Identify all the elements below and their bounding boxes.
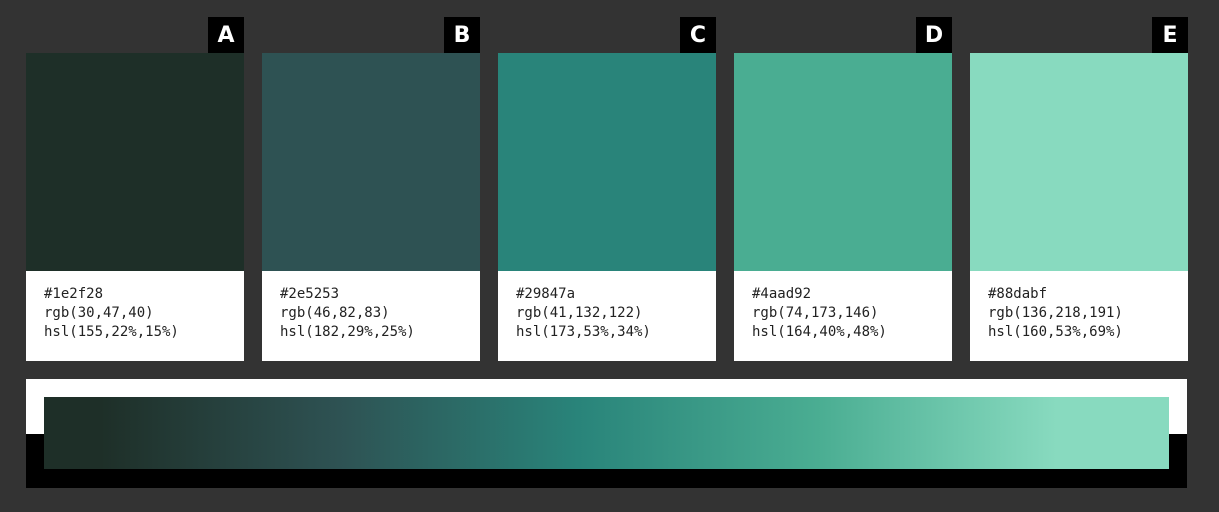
rgb-value: rgb(30,47,40) [44, 305, 154, 321]
hsl-value: hsl(182,29%,25%) [280, 324, 415, 340]
color-block [26, 53, 244, 271]
rgb-value: rgb(41,132,122) [516, 305, 643, 321]
hex-value: #29847a [516, 286, 576, 302]
color-info-card: #4aad92 rgb(74,173,146) hsl(164,40%,48%) [734, 271, 952, 361]
swatch-label: A [208, 17, 244, 53]
rgb-value: rgb(74,173,146) [752, 305, 879, 321]
color-block [262, 53, 480, 271]
rgb-value: rgb(46,82,83) [280, 305, 390, 321]
swatch-d: D #4aad92 rgb(74,173,146) hsl(164,40%,48… [734, 17, 952, 361]
swatch-c: C #29847a rgb(41,132,122) hsl(173,53%,34… [498, 17, 716, 361]
swatch-b: B #2e5253 rgb(46,82,83) hsl(182,29%,25%) [262, 17, 480, 361]
hex-value: #1e2f28 [44, 286, 104, 302]
color-info-card: #88dabf rgb(136,218,191) hsl(160,53%,69%… [970, 271, 1188, 361]
hsl-value: hsl(173,53%,34%) [516, 324, 651, 340]
hsl-value: hsl(160,53%,69%) [988, 324, 1123, 340]
color-block [498, 53, 716, 271]
hex-value: #88dabf [988, 286, 1048, 302]
hex-value: #4aad92 [752, 286, 812, 302]
rgb-value: rgb(136,218,191) [988, 305, 1123, 321]
gradient-bar [44, 397, 1169, 469]
swatch-label: B [444, 17, 480, 53]
swatch-label: D [916, 17, 952, 53]
swatch-label: E [1152, 17, 1188, 53]
gradient-panel [26, 379, 1187, 488]
color-info-card: #29847a rgb(41,132,122) hsl(173,53%,34%) [498, 271, 716, 361]
color-block [734, 53, 952, 271]
swatch-a: A #1e2f28 rgb(30,47,40) hsl(155,22%,15%) [26, 17, 244, 361]
color-info-card: #2e5253 rgb(46,82,83) hsl(182,29%,25%) [262, 271, 480, 361]
color-info-card: #1e2f28 rgb(30,47,40) hsl(155,22%,15%) [26, 271, 244, 361]
swatch-label: C [680, 17, 716, 53]
hsl-value: hsl(155,22%,15%) [44, 324, 179, 340]
hsl-value: hsl(164,40%,48%) [752, 324, 887, 340]
color-block [970, 53, 1188, 271]
swatch-e: E #88dabf rgb(136,218,191) hsl(160,53%,6… [970, 17, 1188, 361]
hex-value: #2e5253 [280, 286, 340, 302]
